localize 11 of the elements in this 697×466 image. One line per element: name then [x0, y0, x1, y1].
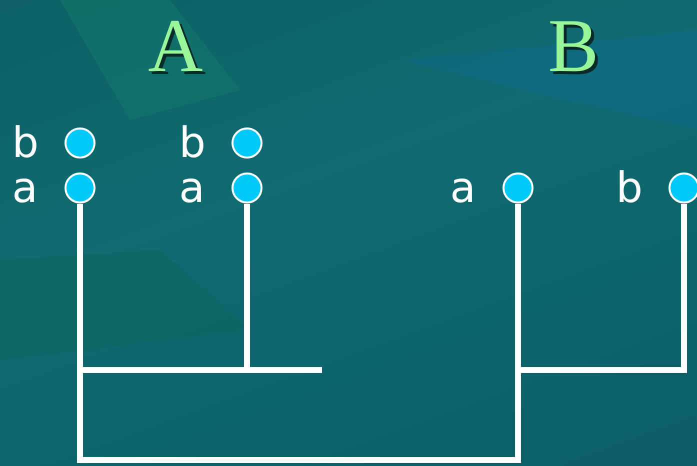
group-letter: B — [548, 8, 599, 84]
tip-letter: a — [12, 167, 38, 209]
tip-node — [179, 172, 263, 204]
tip-node — [450, 172, 534, 204]
tip-letter: a — [179, 167, 205, 209]
group-letter: A — [148, 8, 203, 84]
tip-node — [12, 172, 96, 204]
tip-letter: b — [179, 122, 206, 164]
tip-letter: b — [12, 122, 39, 164]
tip-letter: b — [616, 167, 643, 209]
tip-letter: a — [450, 167, 476, 209]
